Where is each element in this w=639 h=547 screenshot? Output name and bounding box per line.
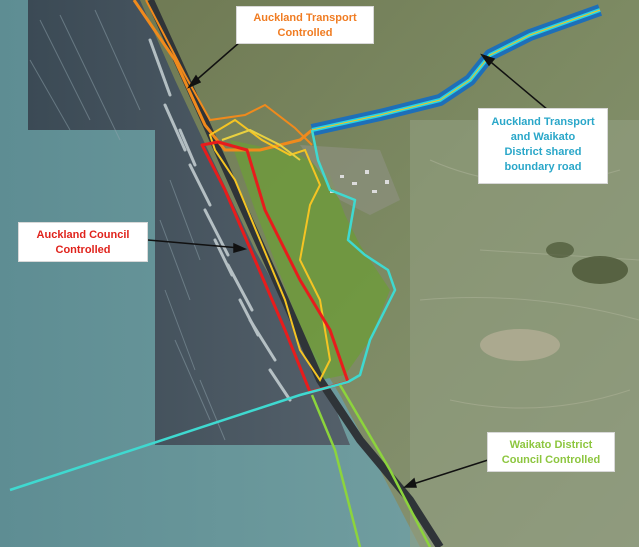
waikato-boundary — [9, 129, 397, 492]
arrow-auckland-council — [147, 239, 241, 249]
label-auckland-transport: Auckland Transport Controlled — [236, 6, 374, 44]
label-waikato-district-council: Waikato District Council Controlled — [487, 432, 615, 472]
auckland-council-boundary — [200, 140, 350, 394]
waikato-green-line-1 — [310, 394, 362, 547]
green-reserve — [230, 140, 390, 380]
bare-ground-patch — [480, 329, 560, 361]
yellow-boundary-2 — [221, 128, 301, 161]
label-shared-boundary-road: Auckland Transport and Waikato District … — [478, 108, 608, 184]
arrow-shared-boundary — [485, 57, 549, 111]
label-auckland-council: Auckland Council Controlled — [18, 222, 148, 262]
arrow-waikato-district — [409, 459, 489, 486]
arrowhead-auckland-transport — [187, 74, 202, 89]
wave-texture — [29, 9, 226, 441]
arrow-auckland-transport — [192, 41, 241, 84]
waikato-green-line-2 — [338, 384, 432, 547]
arrowhead-shared-boundary — [480, 53, 496, 67]
arrowhead-auckland-council — [233, 242, 248, 253]
ocean-inset — [28, 0, 350, 445]
shared-road-inner — [311, 9, 601, 131]
settlement-area — [300, 145, 400, 215]
auckland-transport-road-line — [132, 0, 313, 152]
dark-bush-patch — [572, 256, 628, 284]
auckland-transport-road-line-2 — [145, 0, 313, 146]
arrowhead-waikato-district — [403, 477, 417, 488]
dark-bush-patch-2 — [546, 242, 574, 258]
yellow-boundary — [208, 118, 332, 382]
callout-arrows — [147, 41, 549, 488]
